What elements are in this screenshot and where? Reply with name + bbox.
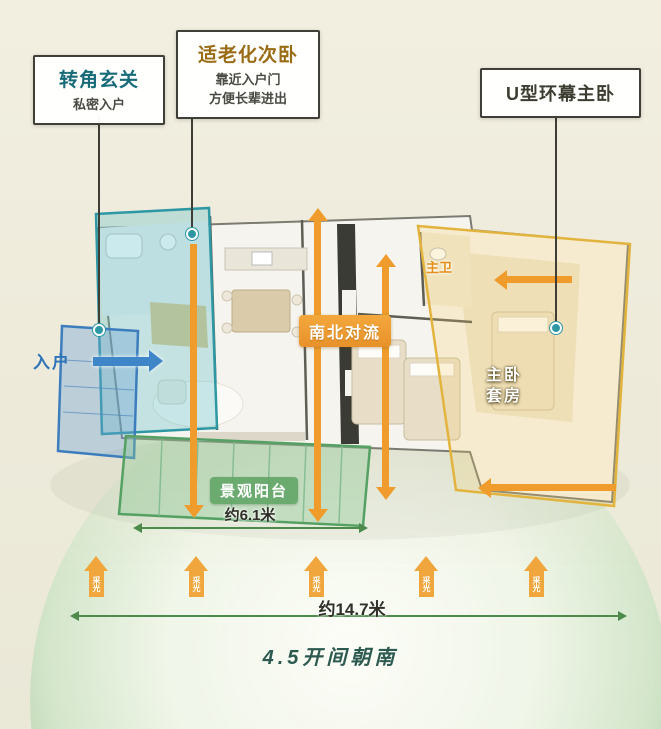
arrow-head-left-icon [70, 611, 79, 621]
arrow-head-up-icon [414, 556, 438, 571]
arrow-head-up-icon [375, 254, 396, 267]
callout-elder-bedroom-title: 适老化次卧 [197, 45, 298, 66]
arrow-head-up-icon [184, 556, 208, 571]
arrow-head-down-icon [183, 505, 204, 518]
entry-arrow [93, 350, 163, 372]
total-width-arrow [70, 611, 627, 621]
master-suite-line2: 套房 [486, 387, 523, 405]
daylight-arrow: 采光 [524, 556, 548, 597]
daylight-arrow-label: 采光 [422, 576, 431, 592]
leader-line-elder-bedroom [191, 116, 193, 232]
entry-arrow-stem [93, 356, 149, 366]
total-width-dimension: 约14.7米 [318, 600, 386, 619]
daylight-arrow-label: 采光 [312, 576, 321, 592]
airflow-badge: 南北对流 [299, 315, 392, 347]
daylight-arrow-stem: 采光 [88, 571, 104, 597]
master-wrap-arrow-top [494, 269, 572, 290]
arrow-head-down-icon [375, 487, 396, 500]
callout-corner-foyer-title: 转角玄关 [58, 70, 139, 91]
master-bath-label: 主卫 [426, 260, 453, 275]
daylight-arrow-label: 采光 [532, 576, 541, 592]
callout-master-bedroom-title: U型环幕主卧 [506, 84, 615, 104]
daylight-arrow-stem: 采光 [188, 571, 204, 597]
daylight-arrow-label: 采光 [192, 576, 201, 592]
arrow-head-left-icon [494, 269, 507, 290]
master-wrap-arrow-bottom [478, 477, 616, 498]
arrow-head-left-icon [478, 477, 491, 498]
leader-dot-foyer [93, 324, 105, 336]
arrow-head-up-icon [84, 556, 108, 571]
daylight-arrow-label: 采光 [92, 576, 101, 592]
daylight-arrow: 采光 [84, 556, 108, 597]
zone-master-suite [416, 224, 632, 508]
airflow-arrow-right [375, 254, 396, 500]
daylight-arrow-stem: 采光 [418, 571, 434, 597]
daylight-arrow-stem: 采光 [308, 571, 324, 597]
entry-label: 入户 [33, 353, 71, 372]
arrow-head-right-icon [618, 611, 627, 621]
dimension-line [79, 615, 618, 617]
leader-line-master [555, 112, 557, 326]
callout-elder-bedroom-line1: 靠近入户门 [215, 72, 281, 87]
balcony-width-arrow [133, 523, 368, 533]
callout-corner-foyer: 转角玄关 私密入户 [33, 55, 165, 125]
arrow-head-right-icon [359, 523, 368, 533]
callout-master-bedroom: U型环幕主卧 [480, 68, 641, 118]
leader-line-foyer [98, 116, 100, 328]
daylight-arrow-stem: 采光 [528, 571, 544, 597]
master-suite-line1: 主卧 [486, 367, 523, 384]
daylight-arrow: 采光 [304, 556, 328, 597]
balcony-width-dimension: 约6.1米 [224, 507, 276, 524]
arrow-head-up-icon [307, 208, 328, 221]
orientation-note: 4.5开间朝南 [262, 647, 399, 669]
daylight-arrow: 采光 [184, 556, 208, 597]
arrow-head-up-icon [304, 556, 328, 571]
leader-dot-elder-bedroom [186, 228, 198, 240]
leader-dot-master [550, 322, 562, 334]
plan-furniture [105, 233, 555, 441]
arrow-head-left-icon [133, 523, 142, 533]
balcony-badge: 景观阳台 [210, 477, 299, 504]
callout-elder-bedroom: 适老化次卧 靠近入户门 方便长辈进出 [176, 30, 320, 119]
airflow-arrow-left [183, 244, 204, 518]
arrow-head-down-icon [307, 509, 328, 522]
dimension-line [142, 527, 359, 529]
airflow-arrow-center [307, 208, 328, 522]
master-suite-label: 主卧 套房 [486, 366, 522, 408]
callout-corner-foyer-subtitle: 私密入户 [72, 97, 125, 112]
arrow-head-right-icon [149, 350, 163, 372]
daylight-arrow: 采光 [414, 556, 438, 597]
arrow-head-up-icon [524, 556, 548, 571]
callout-elder-bedroom-line2: 方便长辈进出 [208, 90, 287, 106]
